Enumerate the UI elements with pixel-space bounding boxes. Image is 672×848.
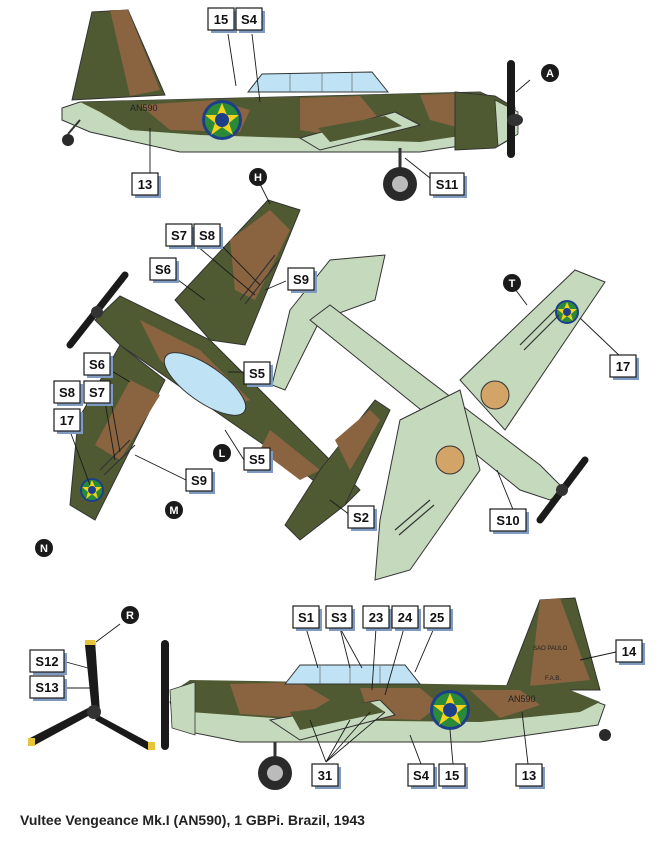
svg-text:14: 14 xyxy=(622,644,637,659)
marker-m: M xyxy=(165,501,183,519)
callout-plan-s7: S7 xyxy=(165,223,195,249)
callout-bot-14: 14 xyxy=(615,639,645,665)
callout-plan-s2: S2 xyxy=(347,505,377,531)
svg-text:S5: S5 xyxy=(249,452,265,467)
fin-text-line2: F.A.B. xyxy=(545,676,561,682)
side-view-starboard: AN590 xyxy=(61,9,523,201)
svg-text:S10: S10 xyxy=(496,513,519,528)
callout-top-15: 15 xyxy=(207,7,237,33)
svg-text:S9: S9 xyxy=(293,272,309,287)
svg-text:23: 23 xyxy=(369,610,383,625)
svg-text:S8: S8 xyxy=(59,385,75,400)
fin-text-line1: SAO PAULO xyxy=(533,646,568,652)
callout-bot-s3: S3 xyxy=(325,605,355,631)
callout-top-13: 13 xyxy=(131,172,161,198)
callout-plan-s5a: S5 xyxy=(243,361,273,387)
svg-text:N: N xyxy=(40,543,48,555)
svg-text:17: 17 xyxy=(616,359,630,374)
callout-bot-23: 23 xyxy=(362,605,392,631)
marker-a: A xyxy=(541,64,559,82)
marker-l: L xyxy=(213,444,231,462)
callout-labels: 15 S4 13 S11 S7 S8 S6 S9 S5 S6 S8 S7 17 … xyxy=(29,7,645,789)
plan-view-lower xyxy=(271,254,606,581)
callout-plan-s9: S9 xyxy=(287,267,317,293)
svg-text:S7: S7 xyxy=(89,385,105,400)
callout-plan-s6b: S6 xyxy=(83,352,113,378)
plan-view-upper xyxy=(66,199,391,541)
svg-text:S6: S6 xyxy=(89,357,105,372)
svg-text:24: 24 xyxy=(398,610,413,625)
svg-text:S3: S3 xyxy=(331,610,347,625)
marker-n: N xyxy=(35,539,53,557)
marker-t: T xyxy=(503,274,521,292)
svg-text:L: L xyxy=(219,448,226,460)
svg-text:S11: S11 xyxy=(436,177,458,192)
letter-markers: A H T L M N R xyxy=(35,64,559,624)
callout-prop-s12: S12 xyxy=(29,649,67,675)
callout-top-s4: S4 xyxy=(235,7,265,33)
callout-top-s11: S11 xyxy=(429,172,467,198)
callout-plan-s8: S8 xyxy=(193,223,223,249)
callout-plan-s9b: S9 xyxy=(185,468,215,494)
svg-text:13: 13 xyxy=(522,768,536,783)
callout-bot-25: 25 xyxy=(423,605,453,631)
marker-r: R xyxy=(121,606,139,624)
callout-under-17: 17 xyxy=(609,354,639,380)
svg-text:S8: S8 xyxy=(199,228,215,243)
svg-text:31: 31 xyxy=(318,768,332,783)
svg-text:13: 13 xyxy=(138,177,152,192)
callout-under-s10: S10 xyxy=(489,508,529,534)
callout-bot-13: 13 xyxy=(515,763,545,789)
leader-lines xyxy=(65,33,623,765)
svg-text:S2: S2 xyxy=(353,510,369,525)
svg-text:15: 15 xyxy=(445,768,459,783)
propeller-detail xyxy=(28,640,155,750)
svg-text:A: A xyxy=(546,68,554,80)
callout-plan-s5b: S5 xyxy=(243,447,273,473)
callout-plan-s8b: S8 xyxy=(53,380,83,406)
callout-plan-s6: S6 xyxy=(149,257,179,283)
svg-text:H: H xyxy=(254,172,262,184)
svg-text:S7: S7 xyxy=(171,228,187,243)
svg-text:T: T xyxy=(509,278,516,290)
svg-text:S9: S9 xyxy=(191,473,207,488)
callout-bot-15: 15 xyxy=(438,763,468,789)
svg-text:S13: S13 xyxy=(35,680,58,695)
svg-text:M: M xyxy=(169,505,178,517)
svg-text:S1: S1 xyxy=(298,610,314,625)
serial-top: AN590 xyxy=(130,103,158,113)
callout-bot-s4: S4 xyxy=(407,763,437,789)
svg-text:15: 15 xyxy=(214,12,228,27)
svg-text:R: R xyxy=(126,610,134,622)
callout-plan-17: 17 xyxy=(53,408,83,434)
marker-h: H xyxy=(249,168,267,186)
svg-text:S5: S5 xyxy=(249,366,265,381)
svg-text:S4: S4 xyxy=(413,768,430,783)
side-view-port: AN590 SAO PAULO F.A.B. xyxy=(161,597,611,790)
figure-caption: Vultee Vengeance Mk.I (AN590), 1 GBPi. B… xyxy=(20,812,365,828)
svg-text:25: 25 xyxy=(430,610,444,625)
callout-bot-24: 24 xyxy=(391,605,421,631)
svg-text:17: 17 xyxy=(60,413,74,428)
callout-bot-31: 31 xyxy=(311,763,341,789)
serial-bottom: AN590 xyxy=(508,694,536,704)
callout-plan-s7b: S7 xyxy=(83,380,113,406)
svg-text:S6: S6 xyxy=(155,262,171,277)
callout-prop-s13: S13 xyxy=(29,675,67,701)
svg-text:S4: S4 xyxy=(241,12,258,27)
callout-bot-s1: S1 xyxy=(292,605,322,631)
svg-text:S12: S12 xyxy=(35,654,58,669)
